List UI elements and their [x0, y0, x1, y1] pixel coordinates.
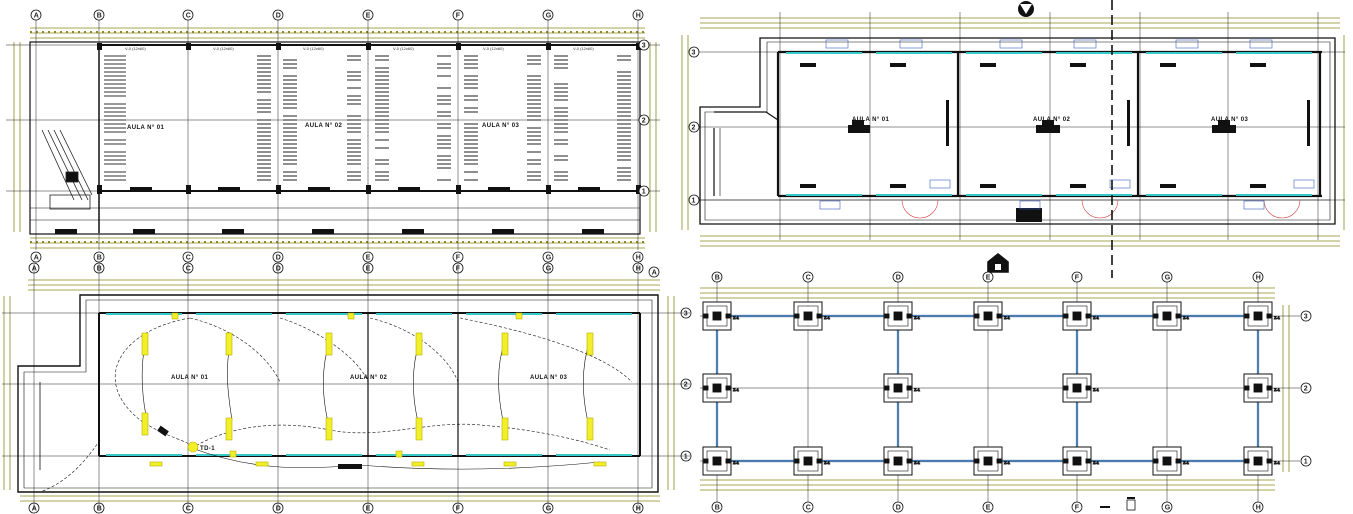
axis-label: G	[1165, 505, 1171, 512]
axis-label: C	[186, 13, 191, 20]
roof-room-label: AULA N° 03	[482, 123, 519, 129]
footing-tag: Z-1	[1274, 387, 1281, 392]
axis-label: B	[715, 505, 720, 512]
footing-tag: Z-1	[733, 387, 740, 392]
axis-label: 2	[642, 118, 646, 125]
axis-label: H	[1256, 505, 1261, 512]
axis-label: 2	[1304, 386, 1308, 393]
axis-label: F	[1075, 275, 1080, 282]
axis-label: C	[806, 505, 811, 512]
footing-tag: Z-1	[824, 460, 831, 465]
roof-beam-note: V-0 (12x60)	[125, 46, 146, 51]
axis-label: 3	[642, 43, 646, 50]
axis-label: D	[276, 255, 281, 262]
axis-label: E	[986, 275, 991, 282]
footing-tag: Z-1	[1093, 460, 1100, 465]
axis-label: H	[1256, 275, 1261, 282]
axis-label: G	[546, 266, 552, 273]
axis-label: 1	[684, 454, 688, 461]
axis-label: B	[97, 13, 102, 20]
footing-tag: Z-1	[1183, 315, 1190, 320]
north-arrow-icon	[1018, 1, 1034, 17]
roof-beam-note: V-0 (12x60)	[573, 46, 594, 51]
axis-label: D	[896, 275, 901, 282]
axis-label: G	[546, 255, 552, 262]
footing-tag: Z-1	[1093, 387, 1100, 392]
footing-tag: Z-1	[914, 387, 921, 392]
axis-label: G	[546, 506, 552, 513]
footing-tag: Z-1	[1274, 460, 1281, 465]
lighting-room-label: AULA N° 03	[530, 375, 567, 381]
lighting-room-label: AULA N° 01	[171, 375, 208, 381]
footing-tag: Z-1	[824, 315, 831, 320]
footing-tag: Z-1	[1274, 315, 1281, 320]
axis-label: F	[456, 13, 461, 20]
floor-axis-label: 3	[692, 50, 696, 57]
axis-label: A	[34, 255, 39, 262]
axis-label: C	[186, 255, 191, 262]
axis-label: D	[276, 13, 281, 20]
axis-label: E	[366, 13, 371, 20]
axis-label: 1	[642, 189, 646, 196]
lighting-board-label: TD-1	[200, 446, 215, 452]
axis-label: B	[97, 255, 102, 262]
axis-label: A	[652, 270, 657, 277]
axis-label: 1	[1304, 459, 1308, 466]
axis-label: G	[1165, 275, 1171, 282]
floor-room-label: AULA N° 03	[1211, 117, 1248, 123]
axis-label: E	[366, 255, 371, 262]
footing-tag: Z-1	[914, 315, 921, 320]
roof-beam-note: V-0 (12x60)	[213, 46, 234, 51]
footing-tag: Z-1	[733, 315, 740, 320]
footing-tag: Z-1	[1183, 460, 1190, 465]
roof-beam-note: V-0 (12x60)	[483, 46, 504, 51]
axis-label: 3	[684, 311, 688, 318]
axis-label: A	[34, 13, 39, 20]
floor-room-label: AULA N° 02	[1033, 117, 1070, 123]
axis-label: G	[546, 13, 552, 20]
footing-tag: Z-1	[914, 460, 921, 465]
axis-label: F	[1075, 505, 1080, 512]
floor-axis-label: 1	[692, 198, 696, 205]
roof-beam-note: V-0 (12x60)	[303, 46, 324, 51]
footing-tag: Z-1	[1093, 315, 1100, 320]
axis-label: B	[715, 275, 720, 282]
axis-label: H	[636, 13, 641, 20]
lighting-room-label: AULA N° 02	[350, 375, 387, 381]
axis-label: 3	[1304, 314, 1308, 321]
roof-room-label: AULA N° 02	[305, 123, 342, 129]
footing-tag: Z-1	[1004, 460, 1011, 465]
axis-label: 2	[684, 382, 688, 389]
axis-label: F	[456, 255, 461, 262]
roof-room-label: AULA N° 01	[127, 125, 164, 131]
footing-tag: Z-1	[1004, 315, 1011, 320]
axis-label: H	[636, 255, 641, 262]
axis-label: D	[896, 505, 901, 512]
floor-room-label: AULA N° 01	[852, 117, 889, 123]
floor-axis-label: 2	[692, 125, 696, 132]
axis-label: C	[806, 275, 811, 282]
axis-label: E	[986, 505, 991, 512]
roof-beam-note: V-0 (12x60)	[393, 46, 414, 51]
footing-tag: Z-1	[733, 460, 740, 465]
